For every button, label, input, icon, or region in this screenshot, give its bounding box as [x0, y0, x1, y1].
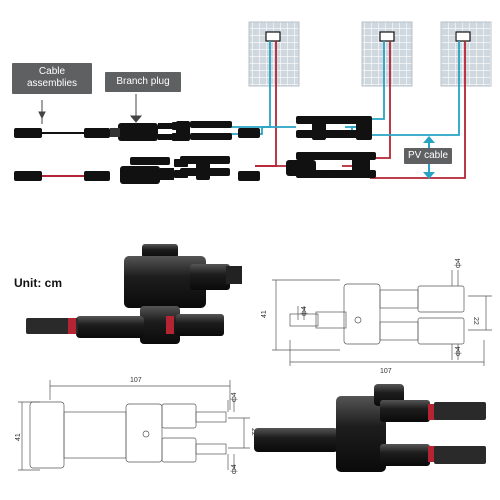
- dimension-drawing-2: [18, 380, 250, 471]
- connector-row-bottom: [14, 152, 376, 184]
- branch-plug-bottom: [120, 157, 188, 184]
- phi-bottom-label: ф4: [455, 346, 462, 356]
- branch-plug-bottom-3: [286, 152, 342, 178]
- connector-row-top: [14, 116, 372, 141]
- phi-bottom-label: ф4: [231, 464, 238, 474]
- callout-pointers: [38, 94, 143, 124]
- pv-cable-callout: PV cable: [404, 148, 452, 164]
- mc4-connector-icon: [84, 128, 110, 138]
- dimension-labels-2: 107 41 22 ф4 ф4: [15, 377, 257, 474]
- junction-box-icon: [455, 31, 471, 42]
- mc4-connector-icon: [14, 171, 42, 181]
- spacing-label: 22: [472, 317, 479, 325]
- spacing-label: 22: [250, 428, 257, 436]
- phi-top-label: ф4: [231, 392, 238, 402]
- junction-box-icon: [379, 31, 395, 42]
- phi-mid-label: ф4: [301, 306, 308, 316]
- cable-assemblies-callout: Cable assemblies: [12, 63, 92, 94]
- junction-box-icon: [265, 31, 281, 42]
- dimension-drawing-1: [272, 270, 492, 366]
- product-photo-1: [26, 244, 242, 344]
- mc4-connector-icon: [238, 128, 260, 138]
- solar-panel-1: [248, 21, 300, 87]
- dimension-labels-1: 41 107 22 ф4 ф4 ф4: [261, 258, 479, 375]
- mc4-connector-icon: [238, 171, 260, 181]
- unit-label: Unit: cm: [14, 276, 62, 290]
- solar-panel-2: [361, 21, 413, 87]
- branch-plug-callout: Branch plug: [105, 72, 181, 92]
- length-label: 107: [380, 368, 392, 375]
- length-label: 107: [130, 377, 142, 384]
- mc4-connector-icon: [14, 128, 42, 138]
- branch-plug-top-2: [176, 121, 232, 141]
- phi-top-label: ф4: [455, 258, 462, 268]
- branch-plug-top: [110, 122, 182, 141]
- height-label: 41: [15, 433, 22, 441]
- height-label: 41: [261, 310, 268, 318]
- branch-plug-bottom-2: [180, 156, 230, 180]
- solar-panel-3: [440, 21, 492, 87]
- branch-plug-bottom-4: [332, 152, 376, 178]
- product-photo-2: [254, 384, 486, 472]
- mc4-connector-icon: [84, 171, 110, 181]
- branch-plug-top-4: [332, 116, 372, 140]
